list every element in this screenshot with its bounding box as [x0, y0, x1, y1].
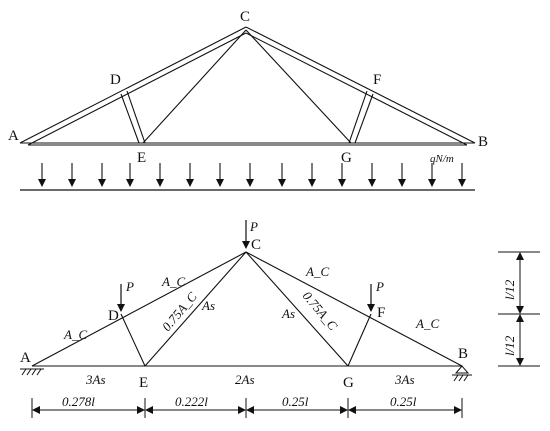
- top-node-F: F: [373, 72, 381, 88]
- support-A: [20, 368, 44, 376]
- member-CB-top: [245, 251, 463, 367]
- top-node-E: E: [137, 150, 146, 166]
- member-DE: [120, 313, 146, 367]
- height-upper: l/12: [502, 279, 517, 300]
- top-node-A: A: [8, 128, 19, 144]
- label-member-GB: 3As: [394, 372, 415, 387]
- top-node-C: C: [240, 9, 250, 25]
- diagonal-CG: [245, 29, 352, 144]
- bottom-truss: [31, 251, 463, 367]
- label-member-DC: A_C: [161, 274, 185, 289]
- strut-DE-a: [120, 93, 140, 144]
- support-B: [452, 365, 472, 382]
- diagonal-CE: [142, 29, 247, 144]
- dim-EC: 0.222l: [175, 394, 208, 409]
- top-node-G: G: [341, 150, 352, 166]
- bottom-node-D: D: [108, 308, 119, 324]
- top-node-D: D: [110, 72, 121, 88]
- label-member-AE: 3As: [85, 372, 106, 387]
- label-member-AD: A_C: [63, 327, 87, 342]
- label-member-CG-area: 0.75A_C: [300, 288, 341, 333]
- member-AC-top: [31, 251, 247, 367]
- top-truss: [19, 26, 476, 146]
- member-CG: [245, 251, 349, 367]
- span-dimensions: [31, 398, 463, 418]
- bottom-node-B: B: [458, 346, 468, 362]
- bottom-node-E: E: [139, 375, 148, 391]
- dim-CG: 0.25l: [282, 394, 309, 409]
- member-FG: [347, 313, 372, 367]
- top-chord-right-outer: [245, 26, 476, 144]
- bottom-node-F: F: [377, 305, 385, 321]
- top-node-B: B: [478, 134, 488, 150]
- height-dimensions: [498, 251, 540, 367]
- strut-FG-a: [354, 93, 374, 144]
- strut-FG-b: [348, 90, 368, 144]
- distributed-load-arrows: [38, 163, 466, 187]
- load-P-F: P: [375, 279, 384, 294]
- member-CE: [144, 251, 247, 367]
- label-member-CG-as: As: [281, 306, 295, 321]
- load-P-C: P: [249, 219, 258, 234]
- distributed-load-label: qN/m: [430, 153, 454, 165]
- dim-AE: 0.278l: [62, 394, 95, 409]
- label-member-EG: 2As: [235, 372, 255, 387]
- dim-GB: 0.25l: [390, 394, 417, 409]
- strut-DE-b: [126, 90, 146, 144]
- bottom-node-A: A: [20, 350, 31, 366]
- bottom-node-C: C: [251, 237, 261, 253]
- top-chord-left-outer: [19, 26, 247, 144]
- top-chord-right-inner: [245, 32, 468, 146]
- load-P-D: P: [125, 279, 134, 294]
- height-lower: l/12: [502, 335, 517, 356]
- label-member-FB: A_C: [415, 316, 439, 331]
- label-member-CF: A_C: [305, 264, 329, 279]
- bottom-node-G: G: [343, 375, 354, 391]
- label-member-CE-as: As: [201, 298, 215, 313]
- top-chord-left-inner: [27, 32, 247, 146]
